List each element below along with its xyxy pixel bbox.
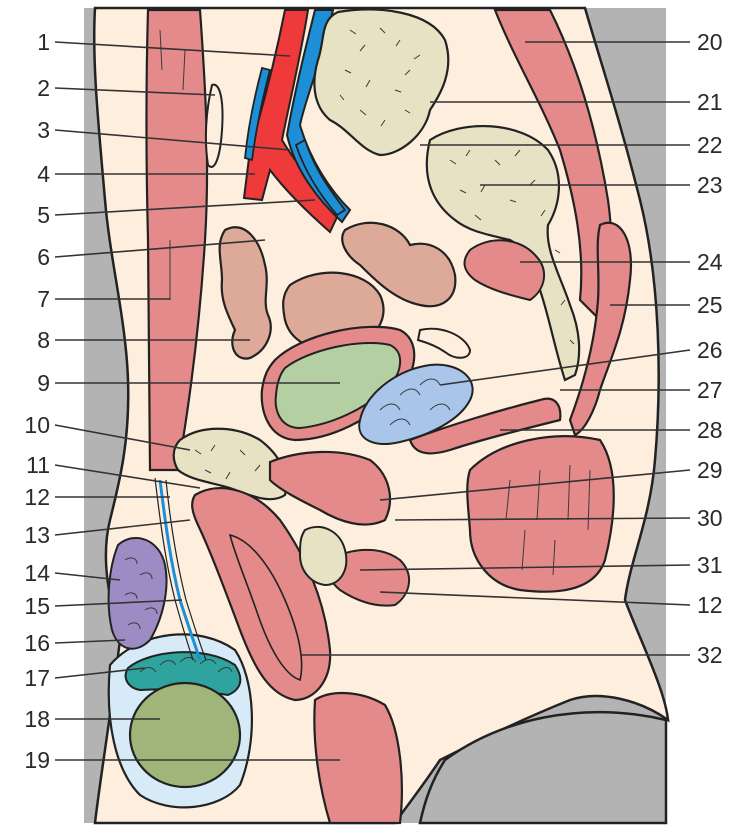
label-right-29: 29 <box>697 458 741 482</box>
testis <box>130 683 240 787</box>
label-left-19: 19 <box>10 748 50 772</box>
label-left-6: 6 <box>10 245 50 269</box>
label-left-9: 9 <box>10 371 50 395</box>
label-right-25: 25 <box>697 293 741 317</box>
label-left-16: 16 <box>10 631 50 655</box>
label-right-28: 28 <box>697 418 741 442</box>
label-right-22: 22 <box>697 133 741 157</box>
label-right-27: 27 <box>697 378 741 402</box>
label-left-1: 1 <box>10 30 50 54</box>
label-left-8: 8 <box>10 328 50 352</box>
label-right-21: 21 <box>697 90 741 114</box>
label-left-11: 11 <box>10 453 50 477</box>
label-right-24: 24 <box>697 250 741 274</box>
label-left-17: 17 <box>10 666 50 690</box>
label-left-7: 7 <box>10 287 50 311</box>
label-left-4: 4 <box>10 162 50 186</box>
label-right-26: 26 <box>697 338 741 362</box>
label-left-12: 12 <box>10 485 50 509</box>
label-right-20: 20 <box>697 30 741 54</box>
label-left-3: 3 <box>10 118 50 142</box>
label-right-31: 31 <box>697 553 741 577</box>
label-left-2: 2 <box>10 76 50 100</box>
label-right-32: 32 <box>697 643 741 667</box>
label-left-18: 18 <box>10 707 50 731</box>
label-left-10: 10 <box>10 413 50 437</box>
label-left-5: 5 <box>10 203 50 227</box>
label-right-30: 30 <box>697 506 741 530</box>
label-left-13: 13 <box>10 523 50 547</box>
thigh-muscle <box>314 693 402 823</box>
label-right-12b: 12 <box>697 593 741 617</box>
label-left-14: 14 <box>10 561 50 585</box>
label-right-23: 23 <box>697 173 741 197</box>
label-left-15: 15 <box>10 594 50 618</box>
